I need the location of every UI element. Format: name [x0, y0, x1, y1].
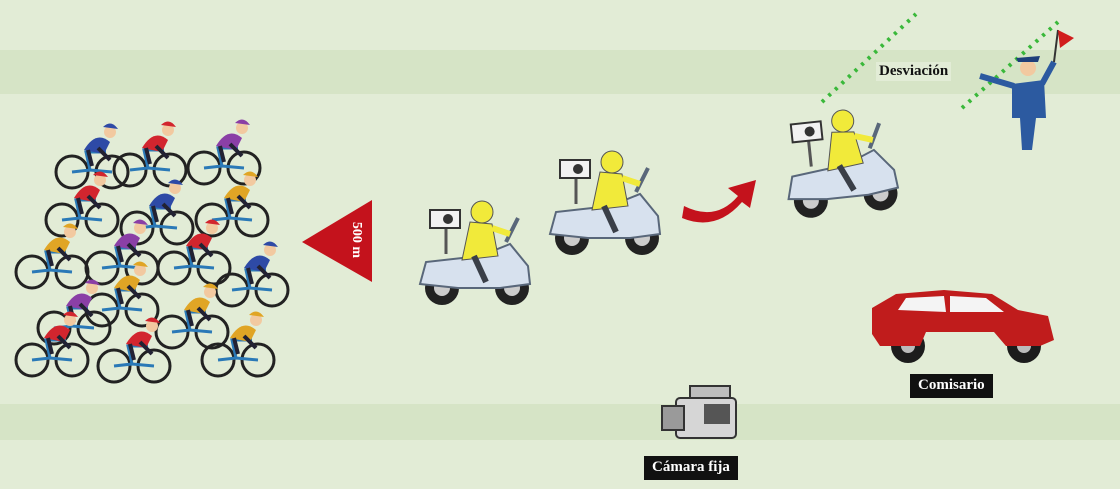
turn-arrow-icon	[682, 180, 756, 222]
cyclist	[86, 261, 158, 326]
camera-motorbike	[420, 201, 530, 305]
cyclist	[46, 171, 118, 236]
fixed-camera-label: Cámara fija	[644, 456, 738, 480]
commissaire-car	[872, 290, 1054, 363]
road-stripe-lower	[0, 404, 1120, 440]
fixed-camera-icon	[662, 386, 736, 438]
cyclist	[114, 121, 186, 186]
detour-label: Desviación	[876, 62, 951, 81]
road-stripe-upper	[0, 50, 1120, 94]
cyclist	[216, 241, 288, 306]
camera-motorbike	[550, 151, 660, 255]
distance-label: 500 m	[348, 222, 364, 258]
red-flag-icon	[1058, 30, 1074, 48]
cyclist	[202, 311, 274, 376]
commissaire-label: Comisario	[910, 374, 993, 398]
camera-motorbike	[780, 105, 900, 220]
peloton	[16, 119, 288, 382]
